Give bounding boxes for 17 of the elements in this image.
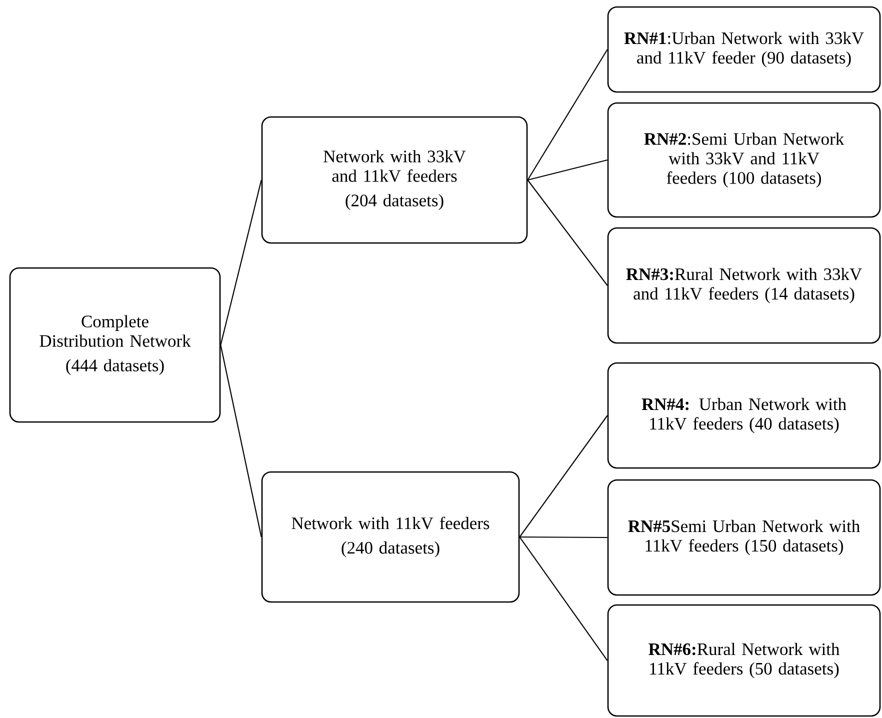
- branch-box: Network with 11kV feeders (240 datasets): [261, 471, 520, 603]
- connector-line: [520, 536, 608, 538]
- leaf-box: RN#5Semi Urban Network with 11kV feeders (150 datasets): [607, 479, 881, 596]
- leaf-box: RN#1:Urban Network with 33kV and 11kV feeder (90 datasets): [607, 6, 881, 93]
- connector-line: [528, 159, 608, 181]
- connector-line: [527, 180, 608, 286]
- leaf-box: RN#4: Urban Network with 11kV feeders (40 datasets): [607, 362, 881, 469]
- leaf-box: RN#3:Rural Network with 33kV and 11kV feeders (14 datasets): [607, 227, 881, 344]
- connector-line: [527, 49, 608, 180]
- leaf-box: RN#2:Semi Urban Network with 33kV and 11kV feeders (100 datasets): [607, 102, 881, 218]
- root-box: Complete Distribution Network (444 datasets): [9, 267, 221, 423]
- connector-line: [519, 536, 608, 661]
- leaf-box: RN#6:Rural Network with 11kV feeders (50 datasets): [607, 604, 881, 717]
- branch-box: Network with 33kV and 11kV feeders (204 datasets): [261, 116, 528, 244]
- connector-line: [519, 415, 608, 538]
- connector-line: [220, 344, 262, 538]
- connector-line: [220, 180, 262, 346]
